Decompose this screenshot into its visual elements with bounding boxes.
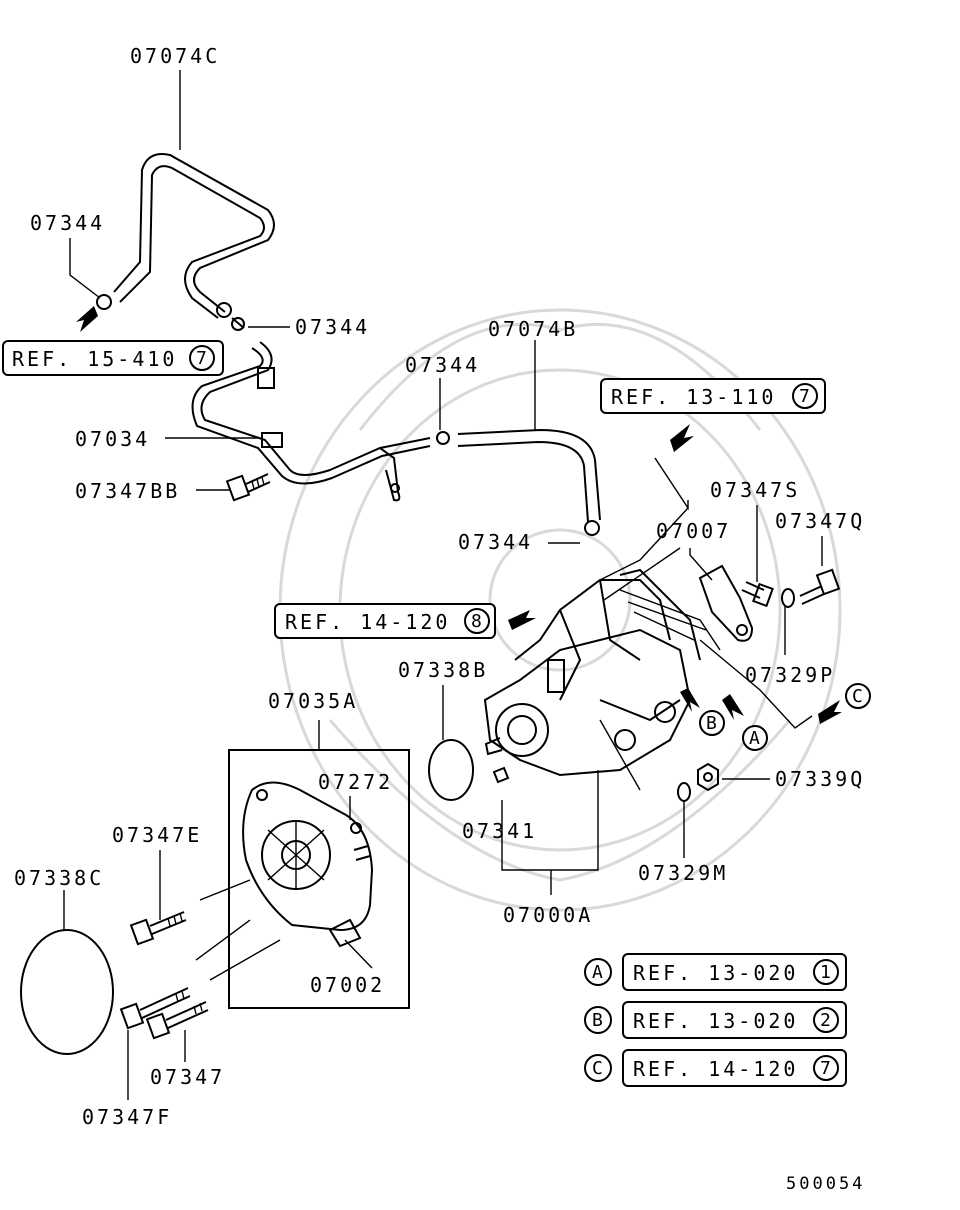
ref-number: 7 (196, 348, 207, 369)
svg-text:C: C (852, 686, 863, 707)
svg-text:A: A (749, 728, 760, 749)
bolt-07347q (799, 568, 841, 605)
callout-c: C (845, 683, 871, 709)
ref-text: REF. 13-110 (611, 385, 776, 409)
hose-07074c (113, 153, 275, 319)
hose-07074b (436, 428, 601, 536)
ref-number: 7 (799, 386, 810, 407)
bolt-07347bb (225, 473, 271, 502)
diagram-id: 500054 (786, 1174, 865, 1194)
label-07344-b: 07344 (295, 315, 370, 339)
bracket-07007 (698, 564, 754, 642)
label-07339q: 07339Q (775, 767, 865, 791)
ref-text: REF. 14-120 (285, 610, 450, 634)
pipe-07034 (191, 341, 431, 502)
legend-ref-c[interactable]: C REF. 14-120 7 (584, 1049, 847, 1087)
label-07035a: 07035A (268, 689, 358, 713)
arrow-c (818, 700, 842, 724)
nut-07339q (697, 762, 719, 792)
clamp-07344-a (96, 294, 112, 310)
label-07341: 07341 (462, 819, 537, 843)
ref-text: REF. 13-020 (633, 1009, 798, 1033)
label-07338b: 07338B (398, 658, 488, 682)
label-07007: 07007 (656, 519, 731, 543)
label-07329p: 07329P (745, 663, 835, 687)
label-07000a: 07000A (503, 903, 593, 927)
label-07338c: 07338C (14, 866, 104, 890)
bolt-07347s (741, 581, 774, 608)
ref-number: 8 (471, 611, 482, 632)
label-07074b: 07074B (488, 317, 578, 341)
arrow-ref-15-410 (76, 306, 98, 332)
legend-ref-b[interactable]: B REF. 13-020 2 (584, 1001, 847, 1039)
label-07347s: 07347S (710, 478, 800, 502)
washer-07329p (781, 588, 795, 608)
label-07347f: 07347F (82, 1105, 172, 1129)
ref-number: 2 (820, 1010, 831, 1031)
ref-number: 1 (820, 962, 831, 983)
washer-07329m (677, 782, 691, 802)
leader-lines (63, 70, 823, 1100)
ref-text: REF. 13-020 (633, 961, 798, 985)
bolt-07347e (129, 911, 187, 946)
ref-text: REF. 14-120 (633, 1057, 798, 1081)
label-07347bb: 07347BB (75, 479, 180, 503)
arrow-ref-13-110 (670, 424, 694, 452)
arrow-a (722, 694, 744, 720)
label-07347q: 07347Q (775, 509, 865, 533)
key-07341 (492, 766, 510, 784)
part-labels: 07074C 07344 07344 07344 07074B 07034 07… (14, 44, 865, 1129)
label-07329m: 07329M (638, 861, 728, 885)
svg-text:C: C (592, 1058, 603, 1079)
label-07344-d: 07344 (458, 530, 533, 554)
bolt-07347 (145, 1001, 209, 1040)
ref-box-13-110[interactable]: REF. 13-110 7 (600, 378, 826, 414)
oring-07338b (428, 739, 474, 801)
injection-pump-07000a (483, 568, 721, 777)
ref-number: 7 (820, 1058, 831, 1079)
watermark-emblem (278, 308, 842, 912)
label-07272: 07272 (318, 770, 393, 794)
oring-07338c (20, 929, 114, 1055)
clamp-07344-b (216, 302, 245, 331)
svg-text:A: A (592, 962, 603, 983)
callout-b: B (699, 710, 725, 736)
bolt-07347f (119, 987, 191, 1030)
flange-assembly-box (228, 749, 410, 1009)
label-07347: 07347 (150, 1065, 225, 1089)
arrow-b (680, 688, 700, 712)
label-07344-c: 07344 (405, 353, 480, 377)
legend-ref-a[interactable]: A REF. 13-020 1 (584, 953, 847, 991)
label-07347e: 07347E (112, 823, 202, 847)
ref-box-14-120-top[interactable]: REF. 14-120 8 (274, 603, 496, 639)
svg-text:B: B (592, 1010, 603, 1031)
label-07002: 07002 (310, 973, 385, 997)
label-07074c: 07074C (130, 44, 220, 68)
svg-text:B: B (706, 713, 717, 734)
callout-a: A (742, 725, 768, 751)
ref-box-15-410[interactable]: REF. 15-410 7 (2, 340, 224, 376)
label-07034: 07034 (75, 427, 150, 451)
ref-text: REF. 15-410 (12, 347, 177, 371)
label-07344-a: 07344 (30, 211, 105, 235)
arrow-ref-14-120 (508, 610, 536, 630)
